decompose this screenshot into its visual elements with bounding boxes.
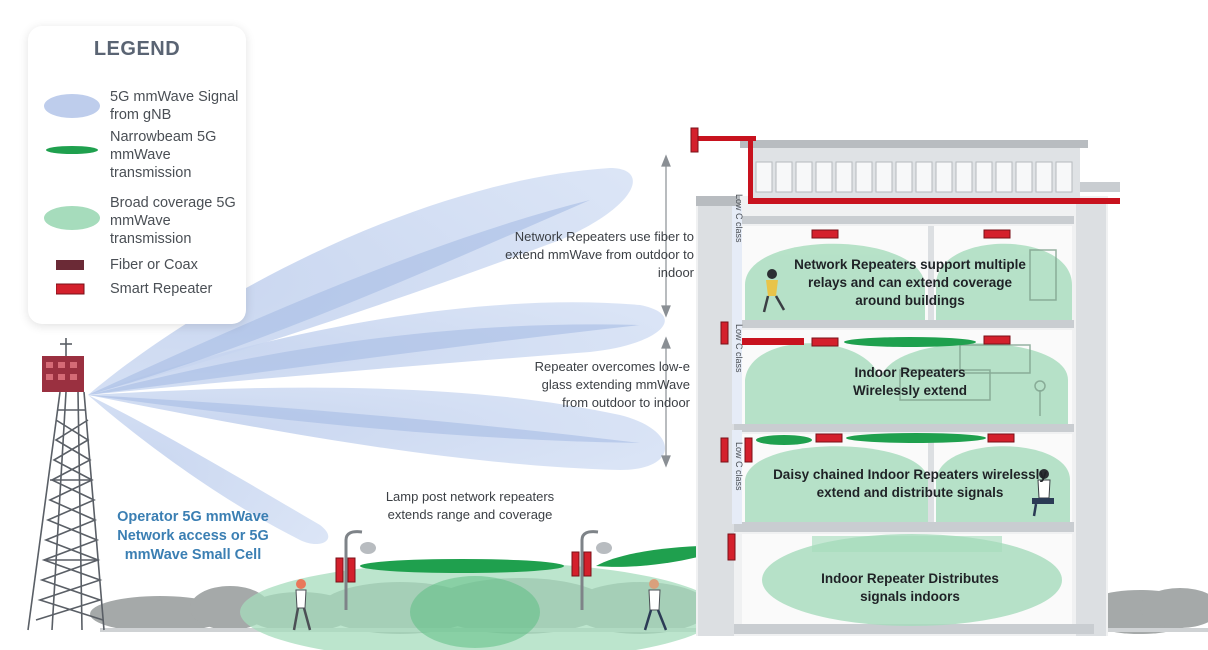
floor-label-second: Indoor Repeaters Wirelessly extend (853, 365, 967, 398)
beam-core-3 (88, 395, 640, 443)
gnb-tower (27, 338, 105, 631)
beam-4 (88, 395, 329, 545)
lamp-repeater-1a (335, 557, 344, 583)
annotation-arrows (661, 154, 671, 468)
building-repeaters (690, 127, 1015, 561)
low-c-class-label-3: Low C class (734, 442, 744, 491)
indoor-narrowbeam-2nd (844, 337, 976, 347)
green-narrowbeam-icon (46, 146, 98, 154)
legend-label-signal: 5G mmWave Signal from gNB (110, 89, 239, 123)
fiber-lines (696, 136, 1120, 345)
indoor-narrowbeam-3rd-a (756, 435, 812, 445)
legend-label-narrowbeam: Narrowbeam 5G mmWave transmission (110, 129, 217, 181)
indoor-narrowbeam-3rd-b (846, 433, 986, 443)
outdoor-broad-coverage-2 (410, 576, 540, 648)
floor-label-top: Network Repeaters support multiple relay… (794, 257, 1026, 308)
annotation-operator: Operator 5G mmWave Network access or 5G … (117, 509, 269, 563)
legend-label-fiber: Fiber or Coax (110, 257, 198, 273)
annotation-network-repeaters-fiber: Network Repeaters use fiber to extend mm… (505, 229, 694, 280)
beam-core-1 (88, 200, 590, 395)
gnb-beams (88, 168, 665, 545)
narrowbeam-lamp-to-lamp (360, 559, 564, 573)
legend-title: LEGEND (93, 38, 181, 60)
low-c-class-label-1: Low C class (734, 194, 744, 243)
annotation-repeater-low-e: Repeater overcomes low-e glass extending… (534, 359, 690, 410)
floor-label-ground: Indoor Repeater Distributes signals indo… (821, 571, 999, 604)
floor-label-third: Daisy chained Indoor Repeaters wirelessl… (773, 467, 1047, 500)
legend: LEGEND 5G mmWave Signal from gNB Narrowb… (28, 26, 246, 324)
lamp-repeater-1b (347, 557, 356, 583)
pedestrian-2 (643, 579, 668, 631)
pedestrian-1 (292, 579, 312, 631)
lamp-repeater-2b (583, 551, 592, 577)
green-broad-ellipse-icon (44, 206, 100, 230)
person-indoor-1 (762, 269, 786, 313)
lamp-repeater-2a (571, 551, 580, 577)
indoor-furniture (899, 249, 1057, 416)
indoor-coverage (745, 243, 1072, 626)
legend-label-broad: Broad coverage 5G mmWave transmission (110, 195, 236, 247)
person-indoor-2 (1032, 469, 1054, 517)
roof-parapet (740, 140, 1088, 148)
blue-signal-ellipse-icon (44, 94, 100, 118)
smart-repeater-bar-icon (56, 283, 85, 295)
lamp-post-2 (571, 530, 612, 610)
legend-label-repeater: Smart Repeater (110, 281, 213, 297)
low-c-class-label-2: Low C class (734, 324, 744, 373)
fiber-coax-bar-icon (56, 260, 84, 270)
annotation-lamp-post: Lamp post network repeaters extends rang… (385, 489, 555, 522)
lamp-post-1 (335, 530, 376, 610)
